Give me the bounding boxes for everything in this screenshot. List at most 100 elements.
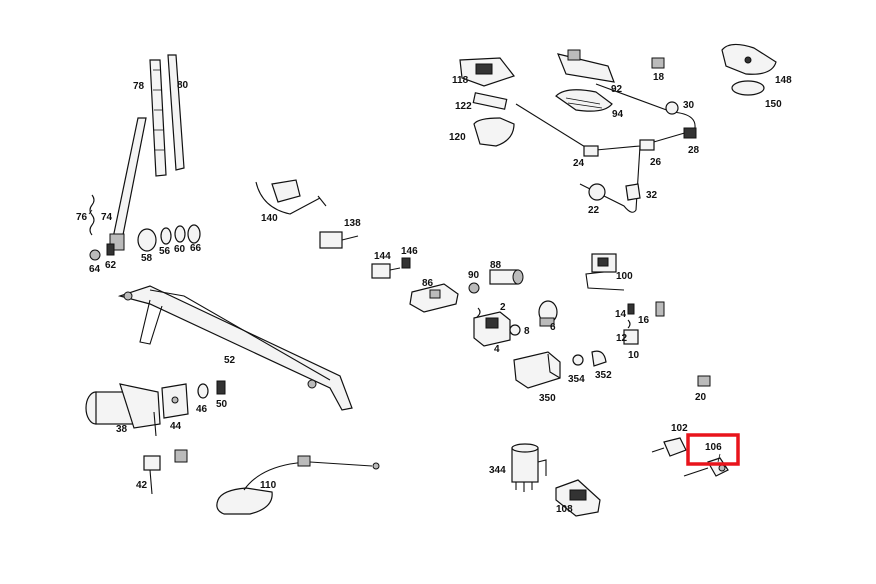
bulb-holder-6[interactable] <box>538 300 558 327</box>
switch-42[interactable] <box>143 455 161 495</box>
label-28: 28 <box>688 145 700 156</box>
switch-102[interactable] <box>651 437 687 457</box>
label-144: 144 <box>374 251 391 262</box>
label-60: 60 <box>174 244 186 255</box>
label-24: 24 <box>573 158 585 169</box>
label-88: 88 <box>490 260 502 271</box>
wiper-arm-74[interactable] <box>109 117 147 251</box>
washer-354[interactable] <box>572 354 584 366</box>
label-2: 2 <box>500 302 506 313</box>
clip-18[interactable] <box>651 57 665 69</box>
lens-150[interactable] <box>731 80 765 96</box>
clip-48[interactable] <box>174 449 188 463</box>
wiper-blade-80[interactable] <box>167 54 185 171</box>
lamp-110[interactable] <box>216 455 380 515</box>
wiper-motor-38[interactable] <box>85 383 161 437</box>
label-76: 76 <box>76 212 88 223</box>
label-10: 10 <box>628 350 640 361</box>
nut-64[interactable] <box>89 249 101 261</box>
socket-10[interactable] <box>623 329 639 345</box>
lens-94[interactable] <box>555 89 613 112</box>
label-64: 64 <box>89 264 101 275</box>
label-344: 344 <box>489 465 506 476</box>
buzzer-140[interactable] <box>255 179 327 215</box>
label-78: 78 <box>133 81 145 92</box>
lamp-housing-118[interactable] <box>459 57 515 87</box>
label-6: 6 <box>550 322 556 333</box>
label-80: 80 <box>177 80 189 91</box>
switch-86[interactable] <box>409 283 459 313</box>
lamp-housing-92[interactable] <box>557 49 615 83</box>
connector-144[interactable] <box>371 263 401 279</box>
nut-50[interactable] <box>216 380 226 395</box>
label-94: 94 <box>612 109 624 120</box>
label-12: 12 <box>616 333 628 344</box>
label-90: 90 <box>468 270 480 281</box>
label-150: 150 <box>765 99 782 110</box>
bulb-16[interactable] <box>655 301 665 317</box>
label-100: 100 <box>616 271 633 282</box>
ring-60[interactable] <box>174 225 186 243</box>
label-74: 74 <box>101 212 113 223</box>
label-354: 354 <box>568 374 585 385</box>
label-16: 16 <box>638 315 650 326</box>
connector-28[interactable] <box>683 127 697 139</box>
bulb-14[interactable] <box>627 303 635 315</box>
lamp-108[interactable] <box>555 479 601 517</box>
label-140: 140 <box>261 213 278 224</box>
relay-344[interactable] <box>511 443 547 492</box>
label-56: 56 <box>159 246 171 257</box>
connector-138[interactable] <box>319 231 359 249</box>
lamp-120[interactable] <box>473 117 515 147</box>
label-92: 92 <box>611 84 623 95</box>
lens-122[interactable] <box>472 92 508 110</box>
label-38: 38 <box>116 424 128 435</box>
wiper-linkage-52[interactable] <box>117 285 353 411</box>
switch-106[interactable] <box>683 457 729 477</box>
switch-100[interactable] <box>585 253 625 291</box>
nut-66[interactable] <box>187 224 201 244</box>
bracket-32[interactable] <box>625 183 641 201</box>
washer-62[interactable] <box>106 243 115 256</box>
socket-88[interactable] <box>489 269 524 285</box>
relay-4[interactable] <box>473 311 511 347</box>
label-58: 58 <box>141 253 153 264</box>
label-8: 8 <box>524 326 530 337</box>
label-66: 66 <box>190 243 202 254</box>
grommet-30[interactable] <box>665 101 679 115</box>
label-120: 120 <box>449 132 466 143</box>
label-26: 26 <box>650 157 662 168</box>
leader-lines <box>88 209 721 463</box>
highlight-box-106 <box>686 433 740 466</box>
label-46: 46 <box>196 404 208 415</box>
flasher-352[interactable] <box>591 350 607 367</box>
washer-46[interactable] <box>197 383 209 399</box>
label-22: 22 <box>588 205 600 216</box>
label-52: 52 <box>224 355 236 366</box>
label-108: 108 <box>556 504 573 515</box>
label-44: 44 <box>170 421 182 432</box>
label-350: 350 <box>539 393 556 404</box>
wiper-blade-78[interactable] <box>149 59 167 177</box>
seal-56[interactable] <box>160 227 172 245</box>
label-42: 42 <box>136 480 148 491</box>
bulb-90[interactable] <box>468 282 480 294</box>
grommet-22[interactable] <box>588 183 606 201</box>
cap-58[interactable] <box>137 228 157 252</box>
label-122: 122 <box>455 101 472 112</box>
label-102: 102 <box>671 423 688 434</box>
clip-20[interactable] <box>697 375 711 387</box>
label-14: 14 <box>615 309 627 320</box>
label-352: 352 <box>595 370 612 381</box>
connector-26[interactable] <box>639 139 655 151</box>
lamp-148[interactable] <box>721 43 777 75</box>
connector-24[interactable] <box>583 145 599 157</box>
relay-350[interactable] <box>513 351 561 389</box>
label-62: 62 <box>105 260 117 271</box>
washer-8[interactable] <box>509 324 521 336</box>
label-32: 32 <box>646 190 658 201</box>
label-86: 86 <box>422 278 434 289</box>
terminal-146[interactable] <box>401 257 411 269</box>
bracket-44[interactable] <box>161 383 189 419</box>
